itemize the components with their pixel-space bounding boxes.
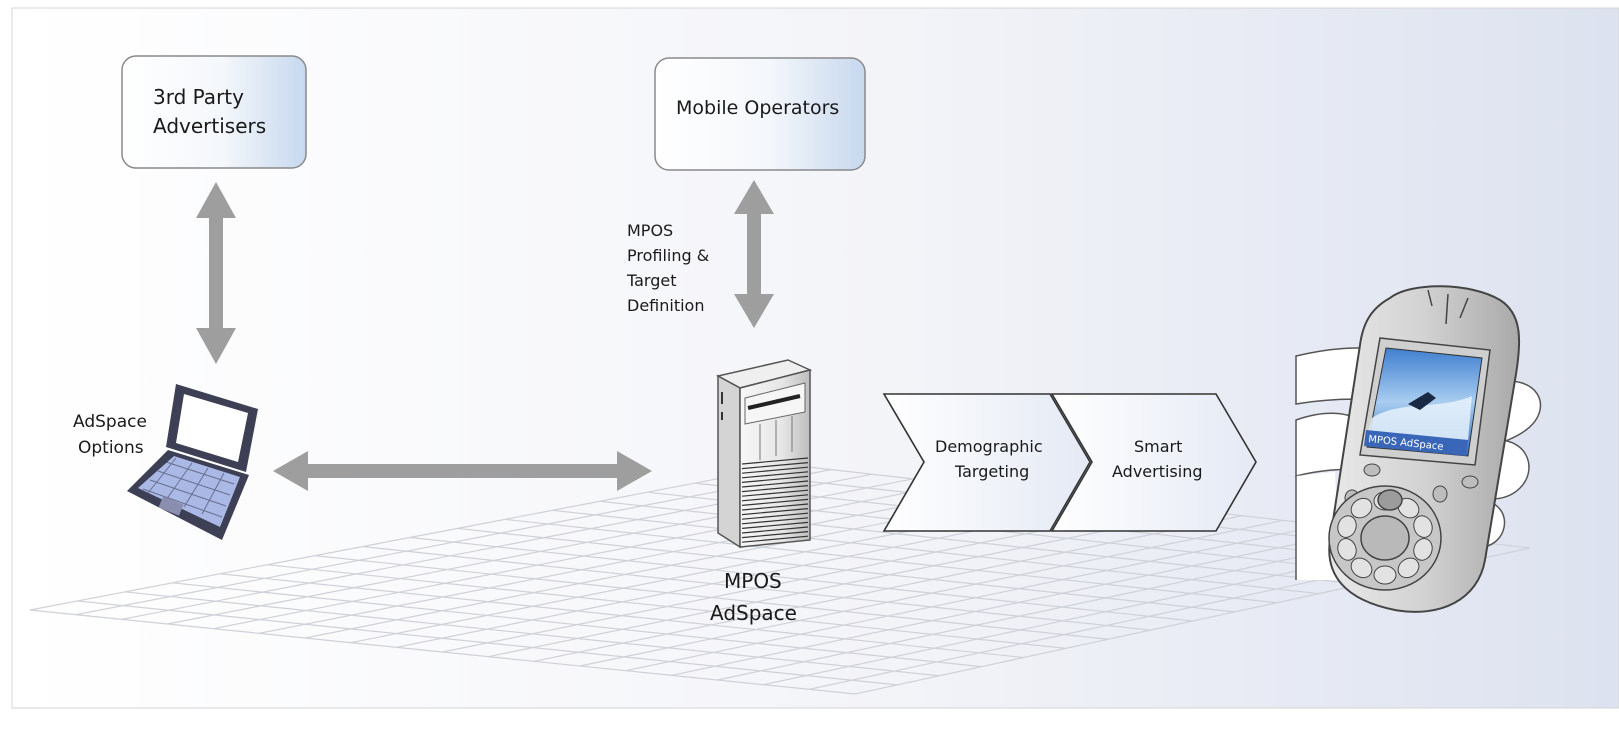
demographic-line2: Targeting — [954, 462, 1029, 481]
server-label: MPOS AdSpace — [710, 569, 797, 625]
profiling-label: MPOS Profiling & Target Definition — [626, 221, 709, 315]
chevron-demographic-targeting: Demographic Targeting — [882, 393, 1091, 532]
vent-line — [741, 498, 809, 506]
laptop-icon — [127, 384, 258, 540]
laptop-server-arrow — [273, 451, 652, 491]
vent-line — [741, 462, 809, 470]
smart-line2: Advertising — [1112, 462, 1203, 481]
chevron-smart-advertising: Smart Advertising — [1050, 393, 1257, 532]
keypad-key — [1397, 557, 1420, 579]
operators-server-arrow — [734, 180, 774, 328]
keypad-key — [1337, 538, 1357, 561]
keypad-key — [1350, 497, 1373, 519]
grid-line — [259, 487, 996, 634]
advertisers-laptop-arrow — [196, 182, 236, 364]
grid-line — [579, 519, 1284, 667]
keypad-key — [1413, 538, 1433, 561]
demographic-line1: Demographic — [935, 437, 1043, 456]
keypad-key — [1413, 515, 1433, 538]
grid-line — [213, 482, 955, 630]
vent-line — [741, 526, 809, 534]
vent-line — [741, 512, 809, 520]
profiling-line1: MPOS — [627, 221, 673, 240]
operators-box: Mobile Operators — [654, 57, 866, 171]
vent-line — [741, 531, 809, 539]
grid-line — [75, 469, 832, 616]
vent-line — [741, 485, 809, 493]
server-label-line2: AdSpace — [710, 601, 797, 625]
adspace-options-line1: AdSpace — [73, 412, 147, 432]
vent-line — [741, 535, 809, 543]
vent-line — [741, 475, 809, 483]
server-icon — [715, 359, 813, 549]
keypad-key — [1350, 557, 1373, 579]
adspace-options-line2: Options — [78, 438, 144, 458]
profiling-line4: Definition — [627, 296, 704, 315]
grid-line — [488, 510, 1202, 658]
grid-line — [534, 515, 1243, 662]
keypad-key — [1373, 565, 1397, 585]
advertisers-box: 3rd Party Advertisers — [121, 55, 307, 169]
vent-line — [741, 466, 809, 474]
grid-line — [625, 524, 1325, 672]
profiling-line3: Target — [626, 271, 677, 290]
server-vents — [741, 457, 809, 543]
vent-line — [741, 480, 809, 488]
grid-line — [671, 528, 1366, 676]
phone-icon: MPOS AdSpace — [1328, 285, 1521, 613]
vent-line — [741, 489, 809, 497]
grid-line — [717, 533, 1407, 681]
vent-line — [741, 503, 809, 511]
vent-line — [741, 521, 809, 529]
grid-line — [29, 464, 791, 611]
advertisers-label-line1: 3rd Party — [153, 85, 244, 109]
vent-line — [741, 457, 809, 465]
profiling-line2: Profiling & — [627, 246, 709, 265]
vent-line — [741, 508, 809, 516]
keypad-keys — [1337, 491, 1433, 585]
server-label-line1: MPOS — [724, 569, 782, 593]
vent-line — [741, 517, 809, 525]
vent-line — [741, 494, 809, 502]
smart-line1: Smart — [1134, 437, 1182, 456]
advertisers-label-line2: Advertisers — [153, 114, 266, 138]
vent-line — [741, 471, 809, 479]
keypad-key — [1337, 515, 1357, 538]
adspace-options-label: AdSpace Options — [73, 412, 147, 458]
operators-label: Mobile Operators — [676, 97, 839, 119]
